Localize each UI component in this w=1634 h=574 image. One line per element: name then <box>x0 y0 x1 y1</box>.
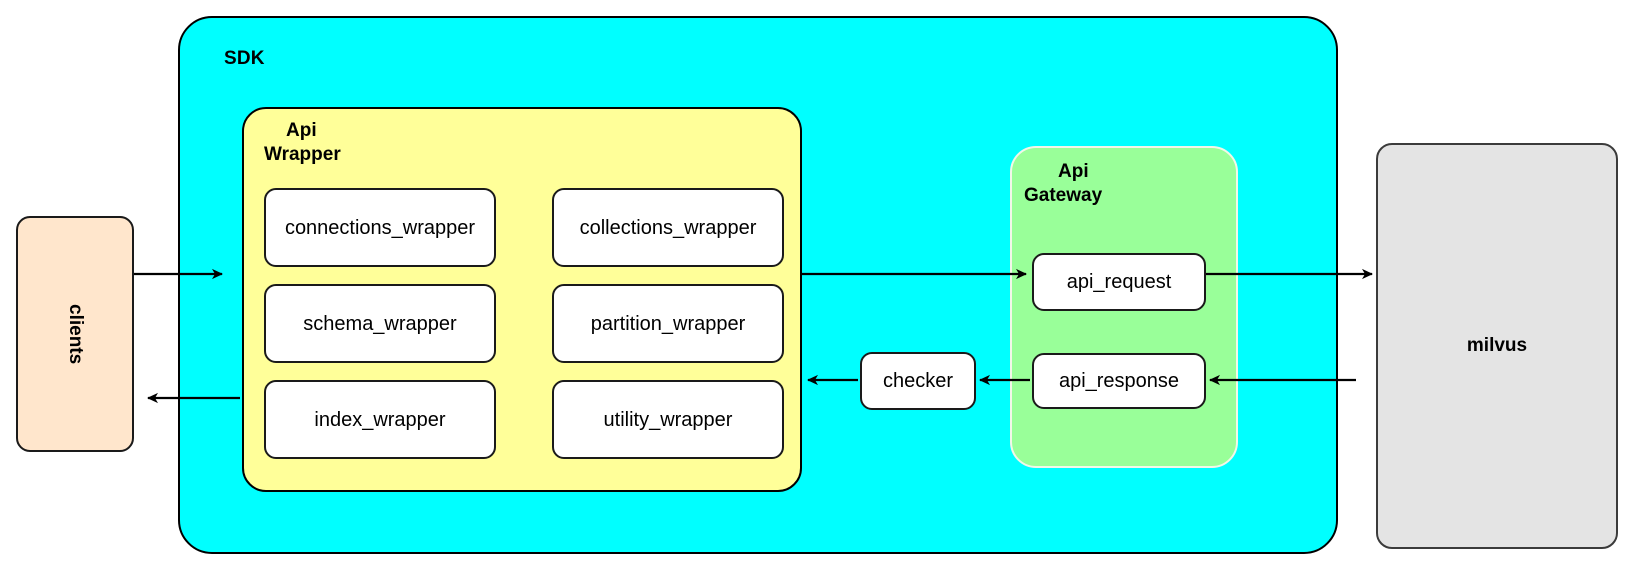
node-index-wrapper[interactable]: index_wrapper <box>264 380 496 459</box>
api-wrapper-label-line2: Wrapper <box>264 143 341 165</box>
api-wrapper-label: Api Wrapper <box>264 119 414 167</box>
node-schema-wrapper[interactable]: schema_wrapper <box>264 284 496 363</box>
node-collections-wrapper[interactable]: collections_wrapper <box>552 188 784 267</box>
api-gateway-label: Api Gateway <box>1024 160 1174 208</box>
milvus-label: milvus <box>1466 335 1528 356</box>
node-checker[interactable]: checker <box>860 352 976 410</box>
node-partition-wrapper[interactable]: partition_wrapper <box>552 284 784 363</box>
api-wrapper-label-line1: Api <box>286 120 317 141</box>
node-clients[interactable]: clients <box>16 216 134 452</box>
node-api-request[interactable]: api_request <box>1032 253 1206 311</box>
node-utility-wrapper[interactable]: utility_wrapper <box>552 380 784 459</box>
node-connections-wrapper[interactable]: connections_wrapper <box>264 188 496 267</box>
clients-label: clients <box>65 303 86 365</box>
sdk-label: SDK <box>224 48 265 69</box>
node-milvus[interactable]: milvus <box>1376 143 1618 549</box>
api-gateway-label-line2: Gateway <box>1024 184 1103 206</box>
api-gateway-label-line1: Api <box>1058 161 1089 182</box>
node-api-response[interactable]: api_response <box>1032 353 1206 409</box>
